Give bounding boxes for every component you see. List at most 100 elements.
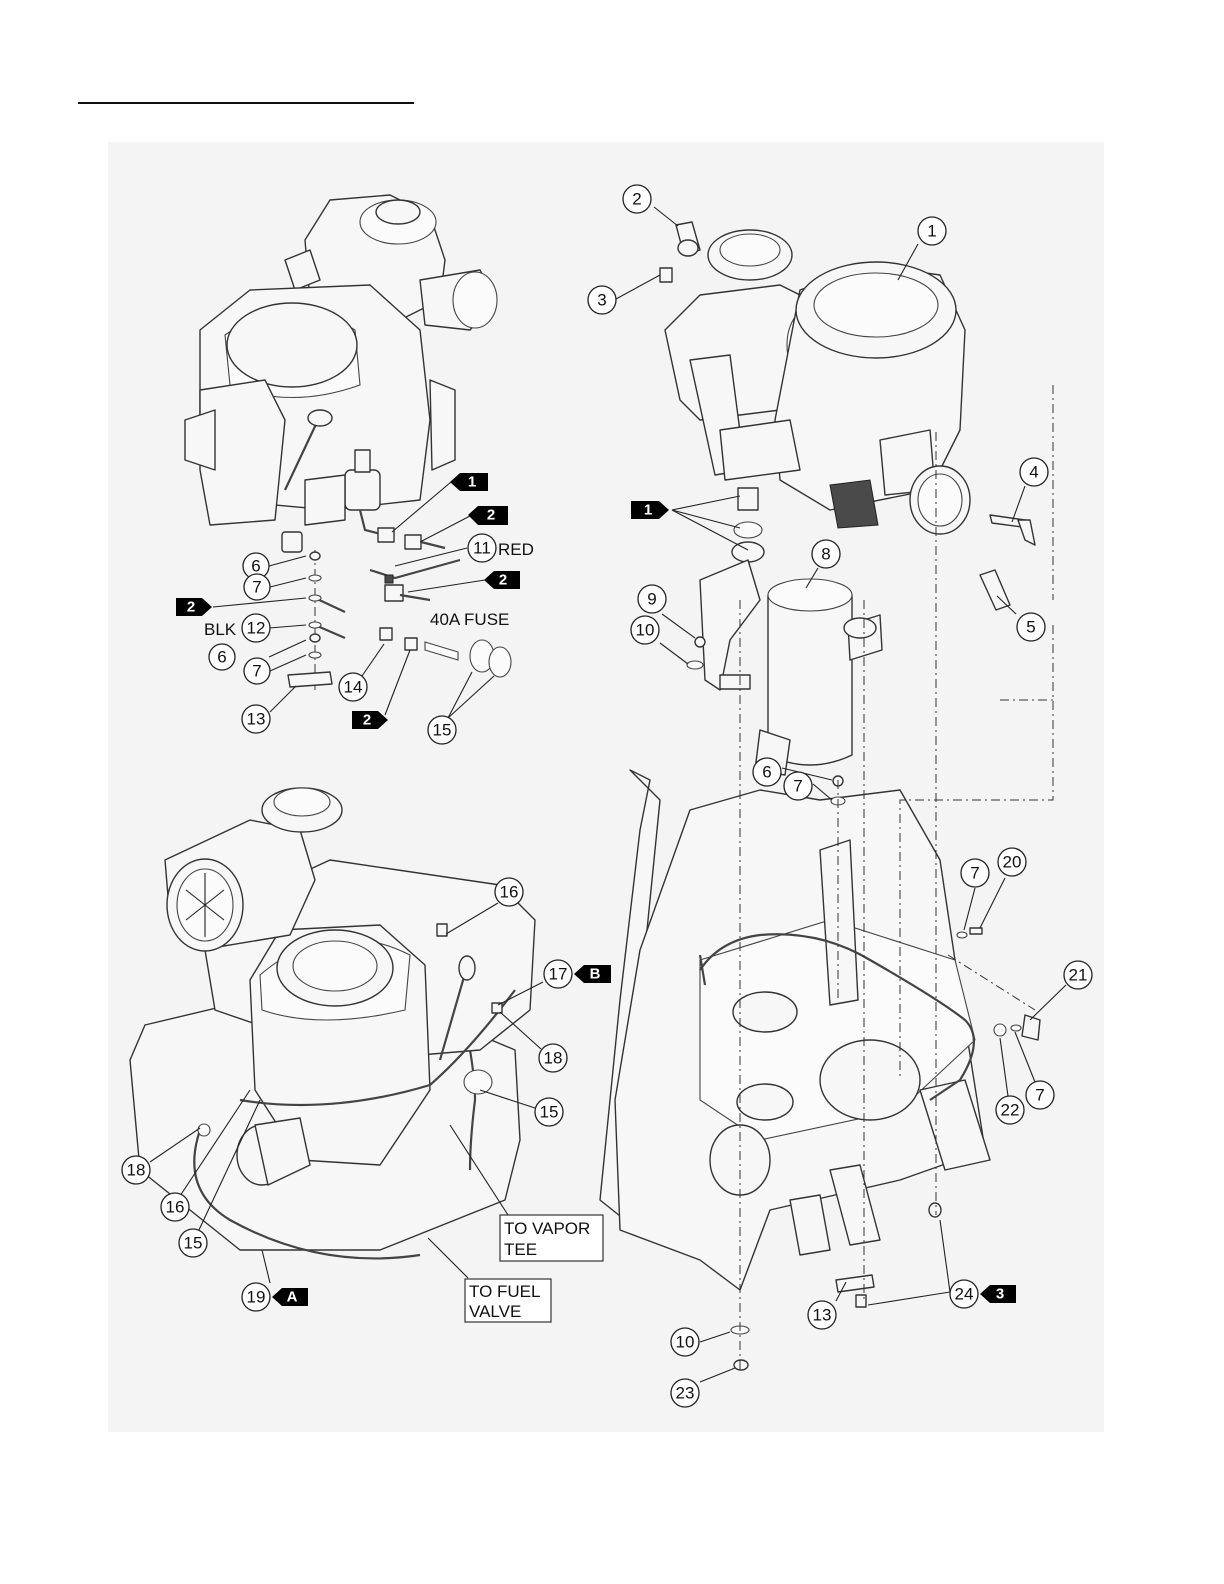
tag-bl-a: A xyxy=(272,1288,308,1306)
label-to-fuel-valve: TO FUEL VALVE xyxy=(465,1279,551,1322)
svg-text:1: 1 xyxy=(468,474,476,491)
svg-text:2: 2 xyxy=(363,712,371,729)
svg-text:18: 18 xyxy=(127,1161,146,1180)
svg-text:8: 8 xyxy=(821,545,830,564)
tag-tl-2b: 2 xyxy=(484,571,520,589)
svg-text:1: 1 xyxy=(644,502,652,519)
svg-text:9: 9 xyxy=(647,590,656,609)
label-blk: BLK xyxy=(204,620,237,639)
svg-text:5: 5 xyxy=(1026,618,1035,637)
svg-text:BLK: BLK xyxy=(204,620,237,639)
callout-r-20: 20 xyxy=(998,848,1026,876)
svg-text:6: 6 xyxy=(762,763,771,782)
tag-tl-2c: 2 xyxy=(176,598,212,616)
svg-text:14: 14 xyxy=(344,678,363,697)
callout-r-10b: 10 xyxy=(671,1328,699,1356)
svg-text:16: 16 xyxy=(500,883,519,902)
svg-text:18: 18 xyxy=(544,1049,563,1068)
svg-text:16: 16 xyxy=(166,1198,185,1217)
svg-text:15: 15 xyxy=(184,1234,203,1253)
svg-text:TO VAPOR: TO VAPOR xyxy=(504,1219,590,1238)
callout-tl-11: 11 xyxy=(468,534,496,562)
svg-text:2: 2 xyxy=(187,599,195,616)
callout-r-1: 1 xyxy=(918,217,946,245)
callout-r-5: 5 xyxy=(1017,613,1045,641)
svg-text:7: 7 xyxy=(252,662,261,681)
callout-r-13: 13 xyxy=(808,1301,836,1329)
label-to-vapor-tee: TO VAPOR TEE xyxy=(500,1215,603,1261)
svg-text:17: 17 xyxy=(549,965,568,984)
callout-tl-15: 15 xyxy=(428,716,456,744)
callout-r-21: 21 xyxy=(1064,961,1092,989)
callout-r-7c: 7 xyxy=(1026,1081,1054,1109)
label-red: RED xyxy=(498,540,534,559)
callout-bl-18a: 18 xyxy=(539,1044,567,1072)
tag-tl-2d: 2 xyxy=(352,711,388,729)
svg-text:10: 10 xyxy=(636,621,655,640)
svg-text:B: B xyxy=(590,966,601,983)
svg-text:12: 12 xyxy=(247,619,266,638)
svg-text:22: 22 xyxy=(1001,1101,1020,1120)
svg-text:11: 11 xyxy=(473,539,491,558)
svg-text:7: 7 xyxy=(252,578,261,597)
callout-tl-13: 13 xyxy=(242,705,270,733)
callout-r-23: 23 xyxy=(671,1379,699,1407)
svg-text:2: 2 xyxy=(487,507,495,524)
svg-text:13: 13 xyxy=(247,710,266,729)
callout-bl-15b: 15 xyxy=(179,1229,207,1257)
svg-text:3: 3 xyxy=(996,1286,1004,1303)
svg-text:2: 2 xyxy=(499,572,507,589)
callout-bl-15a: 15 xyxy=(535,1098,563,1126)
svg-text:4: 4 xyxy=(1029,463,1038,482)
svg-text:20: 20 xyxy=(1003,853,1022,872)
svg-text:19: 19 xyxy=(247,1288,266,1307)
svg-text:7: 7 xyxy=(1035,1086,1044,1105)
svg-text:24: 24 xyxy=(955,1285,974,1304)
svg-text:21: 21 xyxy=(1069,966,1088,985)
svg-text:13: 13 xyxy=(813,1306,832,1325)
callout-r-6: 6 xyxy=(753,758,781,786)
callout-r-22: 22 xyxy=(996,1096,1024,1124)
callout-r-2: 2 xyxy=(623,185,651,213)
svg-text:A: A xyxy=(287,1289,298,1306)
svg-text:3: 3 xyxy=(597,291,606,310)
svg-text:15: 15 xyxy=(540,1103,559,1122)
svg-text:1: 1 xyxy=(927,222,936,241)
callout-r-24: 24 xyxy=(950,1280,978,1308)
callout-r-8: 8 xyxy=(812,540,840,568)
callout-r-7b: 7 xyxy=(961,859,989,887)
svg-text:40A FUSE: 40A FUSE xyxy=(430,610,509,629)
engine-frame-bottom-left-illustration xyxy=(130,788,535,1258)
svg-text:15: 15 xyxy=(433,721,452,740)
svg-text:VALVE: VALVE xyxy=(469,1302,521,1321)
callout-tl-7b: 7 xyxy=(244,658,270,684)
callout-bl-16b: 16 xyxy=(161,1193,189,1221)
svg-text:TEE: TEE xyxy=(504,1240,537,1259)
callout-r-7a: 7 xyxy=(784,772,812,800)
callout-tl-7a: 7 xyxy=(244,574,270,600)
svg-text:RED: RED xyxy=(498,540,534,559)
svg-text:10: 10 xyxy=(676,1333,695,1352)
label-40a-fuse: 40A FUSE xyxy=(430,610,509,629)
svg-text:TO FUEL: TO FUEL xyxy=(469,1282,540,1301)
svg-text:23: 23 xyxy=(676,1384,695,1403)
callout-bl-19: 19 xyxy=(242,1283,270,1311)
callout-r-3: 3 xyxy=(588,286,616,314)
tag-r-3: 3 xyxy=(980,1285,1016,1303)
callout-r-9: 9 xyxy=(638,585,666,613)
callout-r-10a: 10 xyxy=(631,616,659,644)
callout-r-4: 4 xyxy=(1020,458,1048,486)
tag-tl-2a: 2 xyxy=(468,506,508,525)
callout-tl-6b: 6 xyxy=(209,644,235,670)
callout-bl-17: 17 xyxy=(544,960,572,988)
callout-bl-16a: 16 xyxy=(495,878,523,906)
svg-text:6: 6 xyxy=(251,557,260,576)
tag-tl-1: 1 xyxy=(450,473,488,491)
svg-text:6: 6 xyxy=(217,648,226,667)
svg-text:7: 7 xyxy=(793,777,802,796)
callout-tl-12: 12 xyxy=(242,614,270,642)
svg-text:2: 2 xyxy=(632,190,641,209)
callout-bl-18b: 18 xyxy=(122,1156,150,1184)
svg-text:7: 7 xyxy=(970,864,979,883)
